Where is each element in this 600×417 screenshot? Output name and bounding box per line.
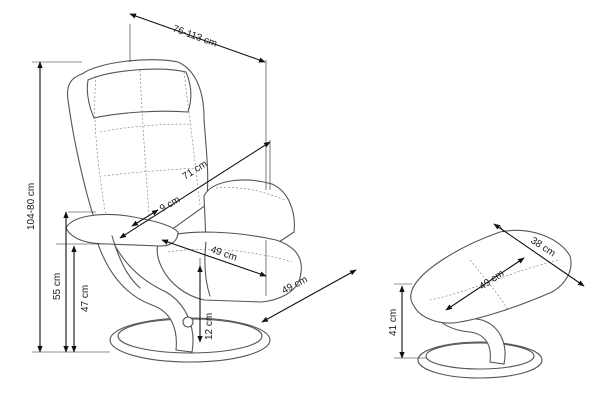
dim-line-armrest-width	[131, 209, 159, 227]
dim-line-seat-width	[261, 269, 357, 323]
label-total-depth: 76-113 cm	[171, 23, 218, 49]
chair-support-arm	[95, 235, 194, 353]
label-armrest-height: 55 cm	[52, 273, 63, 300]
dimension-lines	[37, 13, 585, 359]
chair-knob	[182, 316, 194, 328]
chair-backrest	[66, 59, 209, 239]
footstool-base	[417, 341, 543, 379]
label-footstool-height: 41 cm	[388, 309, 399, 336]
label-total-height: 104-80 cm	[26, 183, 37, 230]
dim-line-footstool-width	[493, 223, 585, 287]
dim-line-seat-depth	[161, 239, 267, 277]
dim-line-footstool-depth	[445, 257, 525, 311]
label-seat-height: 47 cm	[80, 285, 91, 312]
label-base-height: 12 cm	[204, 313, 215, 340]
dim-line-total-depth	[129, 13, 266, 63]
chair-seat	[156, 231, 302, 303]
